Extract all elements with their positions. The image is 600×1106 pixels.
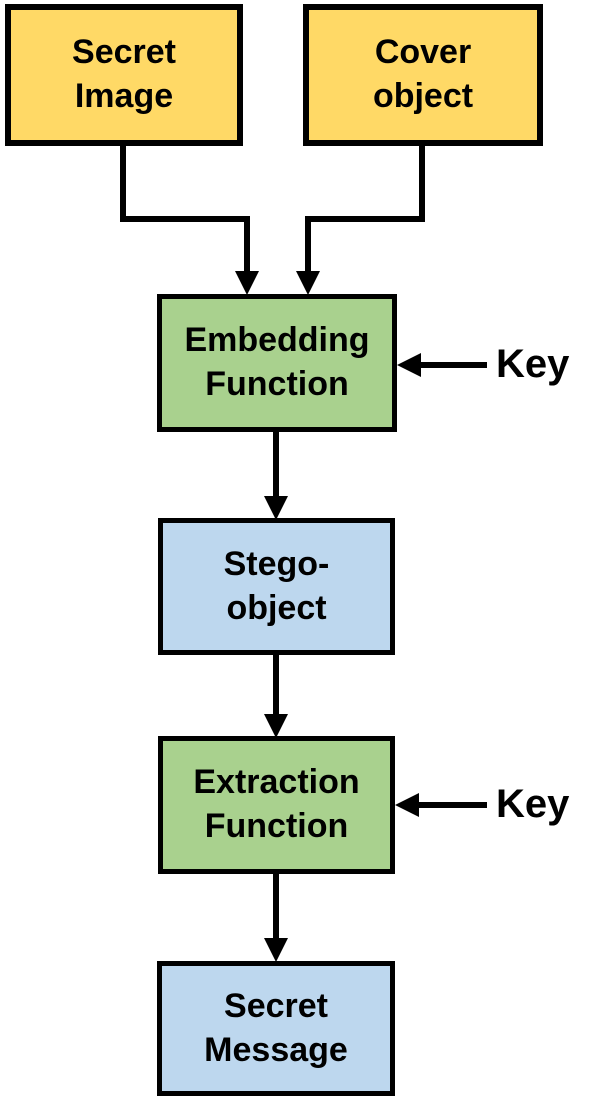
arrow-head [264,714,288,738]
node-label: Message [204,1030,348,1069]
arrow-embedding-to-stego [264,432,288,520]
arrow-head [264,938,288,962]
node-label: Embedding [184,321,370,360]
arrow-line [305,146,425,275]
arrow-key-to-embedding [397,353,487,377]
node-label: object [226,588,327,627]
node-label: Secret [72,33,176,72]
node-stego-object: Stego- object [158,518,395,655]
node-label: Secret [224,986,328,1025]
node-label: object [372,77,474,115]
arrow-head [395,793,419,817]
node-secret-image: Secret Image [5,4,243,146]
key-label-extraction: Key [496,782,570,826]
arrow-key-to-extraction [395,793,487,817]
node-extraction-function: Extraction Function [158,736,395,874]
arrow-head [296,271,320,295]
key-label-embedding: Key [496,342,570,386]
arrow-head [397,353,421,377]
node-label: Function [204,807,349,845]
arrow-stego-to-extraction [264,655,288,738]
node-label: Extraction [193,763,360,802]
arrow-extraction-to-message [264,874,288,962]
node-embedding-function: Embedding Function [157,294,397,432]
arrow-cover-object-to-embedding [296,146,425,295]
node-label: Cover [374,33,472,72]
arrow-head [235,271,259,295]
node-secret-message: Secret Message [157,961,395,1096]
arrow-line [120,146,250,275]
arrow-secret-image-to-embedding [120,146,259,295]
node-label: Stego- [223,544,330,583]
arrow-head [264,496,288,520]
node-cover-object: Cover object [303,4,543,146]
node-label: Function [205,365,349,403]
node-label: Image [74,77,174,115]
